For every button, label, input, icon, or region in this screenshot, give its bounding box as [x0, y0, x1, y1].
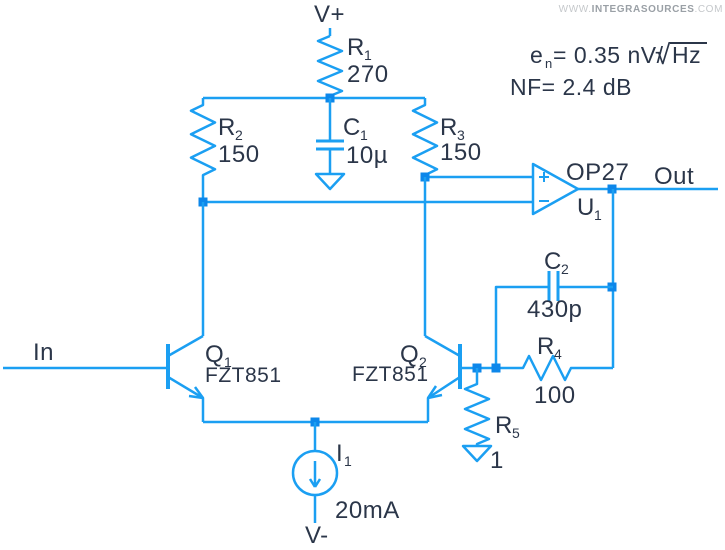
r3-ref: R — [440, 114, 458, 141]
resistor-r4: R 4 100 — [460, 333, 613, 409]
supply-vplus: V+ — [314, 1, 345, 36]
c2-ref: C — [544, 248, 562, 275]
r2-ref-subscript: 2 — [235, 127, 243, 143]
r2-value: 150 — [218, 141, 260, 168]
wire-c2-left — [494, 285, 549, 368]
opamp-plus-icon — [539, 172, 549, 182]
i1-ref-subscript: 1 — [344, 453, 352, 469]
spec-annotations: e n = 0.35 nV/ √ Hz NF= 2.4 dB — [510, 39, 707, 100]
resistor-r5-body — [463, 368, 491, 446]
capacitor-c1-plates — [316, 139, 344, 151]
resistor-r2-body — [189, 98, 217, 202]
r5-ref: R — [495, 412, 513, 439]
u1-part: OP27 — [566, 159, 629, 186]
c1-ref: C — [343, 114, 361, 141]
r5-value: 1 — [490, 447, 504, 474]
ground-icon — [461, 444, 493, 463]
r2-ref: R — [218, 114, 236, 141]
sqrt-argument: Hz — [672, 42, 701, 68]
q2-emitter-arrow-icon — [426, 385, 443, 400]
r4-ref: R — [537, 333, 555, 360]
capacitor-c1: C 1 10µ — [314, 98, 388, 191]
noise-density-symbol: e — [530, 42, 543, 68]
c2-ref-subscript: 2 — [561, 261, 569, 277]
resistor-r3: R 3 150 — [411, 98, 482, 177]
opamp-u1: OP27 U 1 — [531, 159, 629, 223]
q1-ref-subscript: 1 — [224, 354, 232, 370]
r4-value: 100 — [534, 382, 576, 409]
r1-ref-subscript: 1 — [364, 47, 372, 63]
input-label: In — [33, 339, 54, 366]
resistor-r2: R 2 150 — [189, 98, 260, 202]
resistor-r4-body — [460, 354, 613, 382]
capacitor-c2: C 2 430p — [494, 248, 613, 368]
resistor-r1-body — [316, 34, 344, 98]
r3-ref-subscript: 3 — [457, 127, 465, 143]
resistor-r5: R 5 1 — [461, 368, 520, 474]
i1-ref: I — [336, 440, 343, 467]
q2-collector-lead — [424, 334, 461, 358]
resistor-r3-body — [411, 98, 439, 177]
q2-part: FZT851 — [352, 363, 429, 386]
watermark-prefix: WWW. — [559, 4, 592, 15]
c1-ref-subscript: 1 — [360, 127, 368, 143]
u1-ref-subscript: 1 — [594, 207, 602, 223]
watermark-suffix: .COM — [694, 4, 723, 15]
r1-value: 270 — [347, 61, 389, 88]
i1-value: 20mA — [335, 497, 400, 524]
ground-icon — [314, 172, 346, 191]
q1-part: FZT851 — [205, 364, 282, 387]
q1-emitter-lead — [167, 375, 205, 422]
q1-collector-lead — [167, 334, 204, 358]
watermark-brand: INTEGRASOURCES — [592, 4, 695, 15]
transistor-q1: Q 1 FZT851 — [166, 334, 282, 422]
r3-value: 150 — [440, 139, 482, 166]
noise-density-value: = 0.35 nV/ — [553, 42, 664, 68]
c2-value: 430p — [527, 296, 582, 323]
junction-dot — [491, 363, 501, 373]
sqrt-sign: √ — [655, 39, 671, 70]
q1-emitter-arrow-icon — [188, 386, 205, 400]
q2-ref-subscript: 2 — [419, 354, 427, 370]
q1-ref: Q — [205, 341, 224, 368]
r1-ref: R — [347, 34, 365, 61]
c1-value: 10µ — [346, 142, 388, 169]
r4-ref-subscript: 4 — [554, 346, 562, 362]
current-source-i1: I 1 20mA V- — [291, 422, 400, 549]
transistor-q2: Q 2 FZT851 — [352, 334, 462, 422]
vminus-label: V- — [305, 522, 329, 549]
u1-ref: U — [577, 194, 595, 221]
q2-ref: Q — [400, 341, 419, 368]
current-source-arrow-icon — [308, 461, 322, 488]
output-label: Out — [654, 163, 694, 190]
vplus-label: V+ — [314, 1, 345, 28]
r5-ref-subscript: 5 — [512, 425, 520, 441]
noise-density-subscript: n — [545, 56, 552, 71]
watermark: WWW.INTEGRASOURCES.COM — [559, 4, 723, 15]
q2-emitter-lead — [426, 375, 461, 422]
resistor-r1: R 1 270 — [316, 34, 389, 98]
noise-figure-text: NF= 2.4 dB — [510, 74, 632, 100]
